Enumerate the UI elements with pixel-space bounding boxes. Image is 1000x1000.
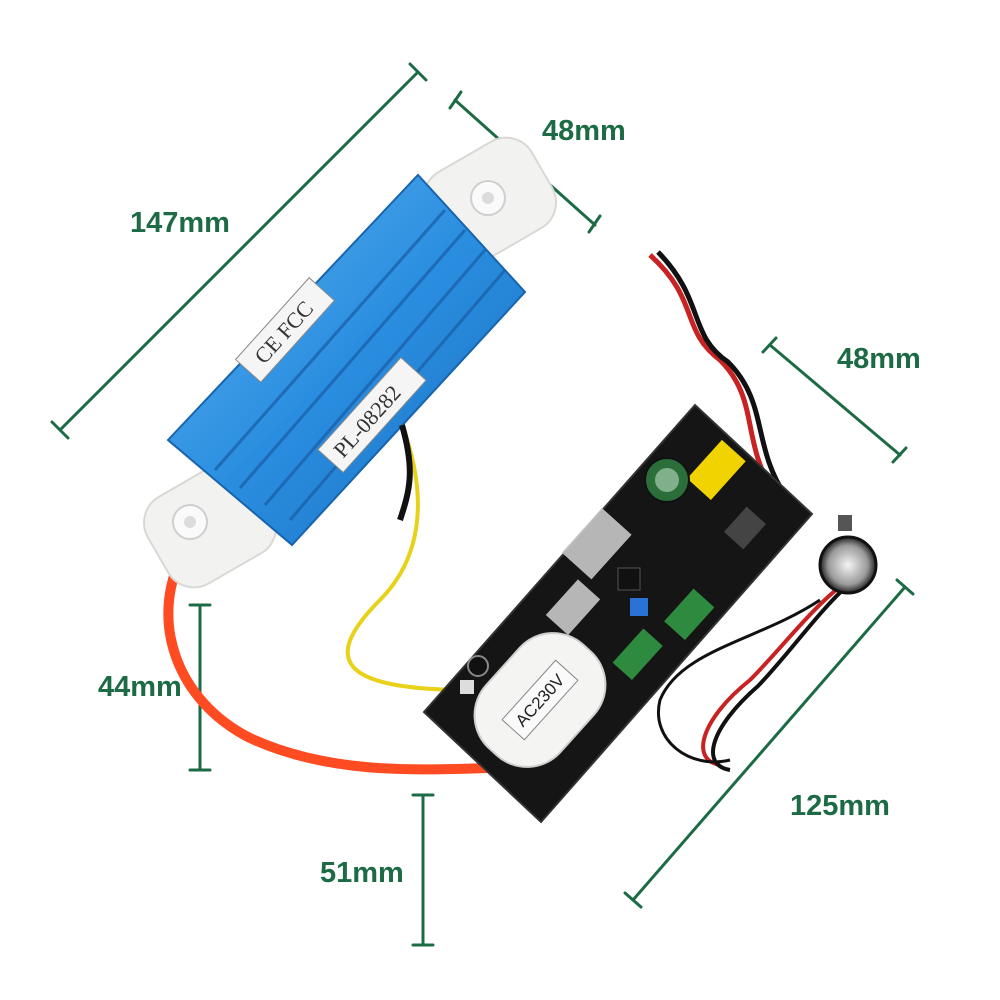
hv-transformer: AC230V <box>473 632 607 768</box>
measurement-lines <box>50 62 915 947</box>
board-length-label: 125mm <box>790 790 890 822</box>
silicone-hose <box>163 551 493 775</box>
power-cable <box>648 253 778 497</box>
board-width-label: 48mm <box>837 343 921 375</box>
board-height-label: 51mm <box>320 857 404 889</box>
pot-cable <box>701 583 844 767</box>
potentiometer-knob <box>818 515 878 595</box>
tube-length-label: 147mm <box>130 207 230 239</box>
driver-board: AC230V <box>422 403 814 824</box>
ozone-tube: CE FCC PL-08282 <box>143 136 557 589</box>
heatsink <box>166 173 527 547</box>
tube-width-label: 48mm <box>542 115 626 147</box>
tube-height-label: 44mm <box>98 671 182 703</box>
ground-wire <box>345 424 471 692</box>
